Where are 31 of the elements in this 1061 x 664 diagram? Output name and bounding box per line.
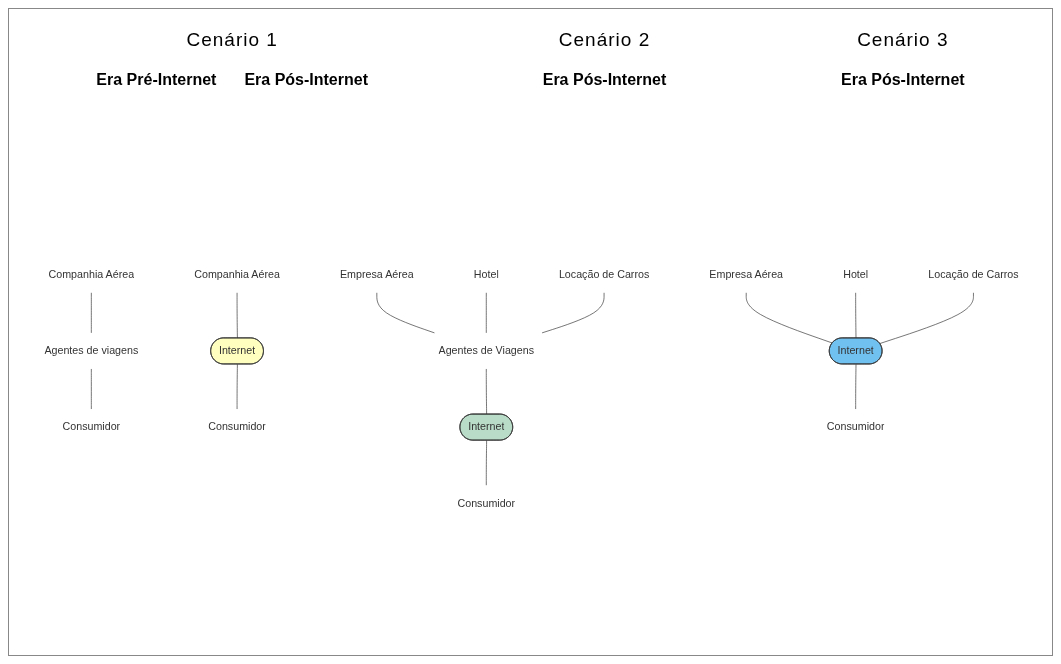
connector (236, 363, 238, 410)
connector (541, 292, 605, 334)
era-heading: Era Pós-Internet (542, 71, 667, 88)
connector (485, 440, 487, 486)
node-text: Empresa Aérea (709, 268, 784, 281)
era-heading: Era Pós-Internet (841, 71, 965, 88)
connector (236, 292, 238, 339)
era-heading: Era Pós-Internet (244, 71, 368, 88)
node-text: Agentes de Viagens (438, 344, 535, 357)
scenario-heading: Cenário 3 (856, 29, 950, 51)
connector (485, 368, 487, 415)
node-text: Hotel (843, 268, 869, 281)
node-text: Consumidor (208, 421, 266, 433)
node-text: Locação de Carros (558, 268, 650, 281)
node-text: Empresa Aérea (339, 268, 414, 281)
connector (745, 292, 833, 344)
node-text: Companhia Aérea (194, 268, 280, 281)
connector (376, 292, 435, 334)
scenario-heading: Cenário 1 (185, 29, 279, 51)
node-text: Companhia Aérea (48, 268, 135, 281)
node-text: Hotel (473, 268, 499, 281)
era-heading: Era Pré-Internet (96, 71, 217, 88)
connector (855, 292, 857, 339)
connector (855, 363, 857, 410)
node-text: Agentes de viagens (44, 344, 139, 357)
node-text: Locação de Carros (928, 268, 1019, 281)
node-text: Consumidor (62, 421, 121, 433)
scenario-heading: Cenário 2 (557, 29, 652, 51)
node-text: Consumidor (457, 497, 516, 509)
connector (879, 292, 974, 344)
node-text: Consumidor (826, 421, 885, 433)
